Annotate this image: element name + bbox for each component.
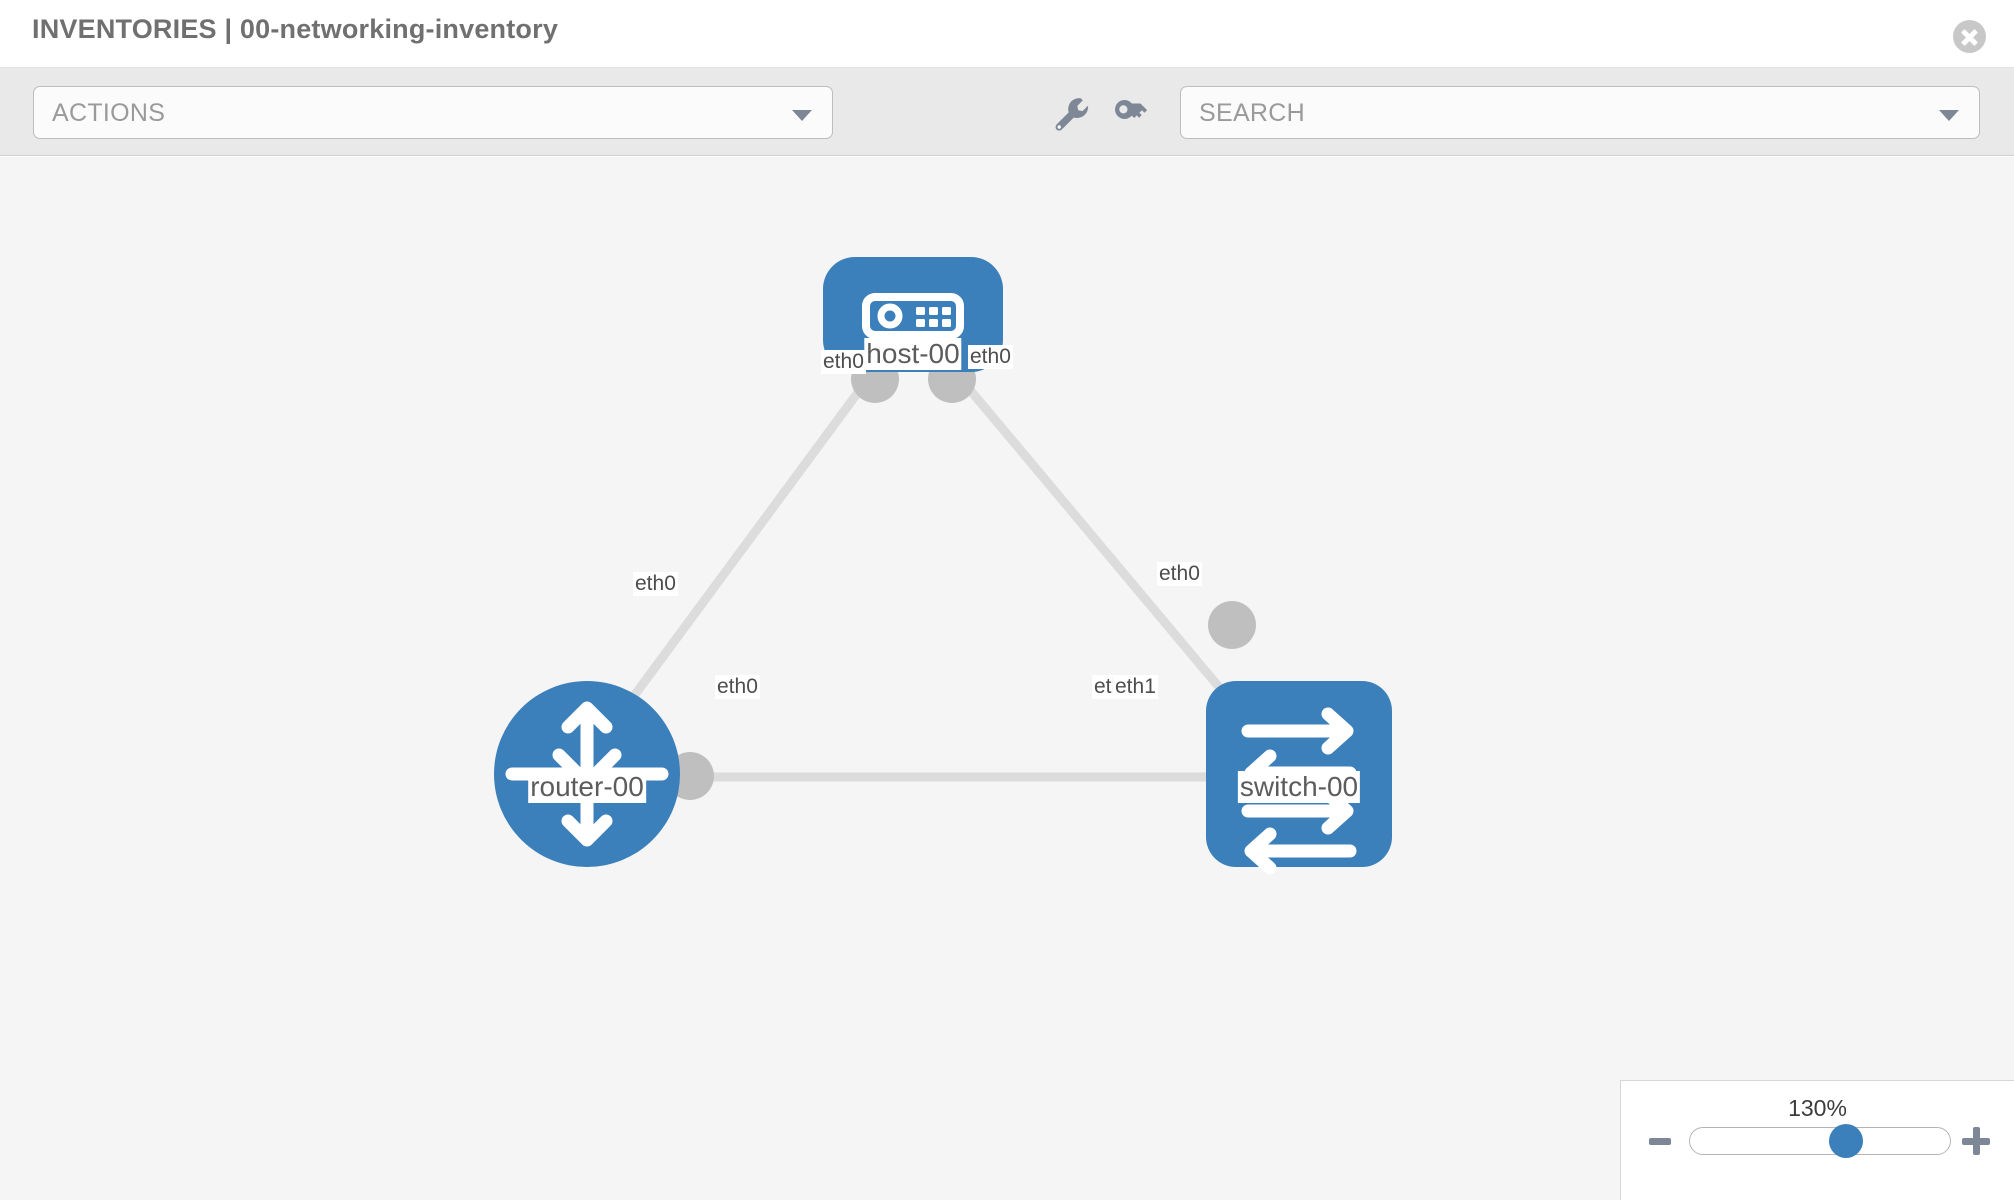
connector-switch-eth0[interactable] <box>1208 601 1256 649</box>
edge-label: eth1 <box>1113 675 1158 699</box>
edge-label: eth0 <box>1157 562 1202 586</box>
edge-label: eth0 <box>715 675 760 699</box>
node-label-host: host-00 <box>864 338 962 370</box>
toolbar: ACTIONS SEARCH <box>0 68 2014 156</box>
close-icon[interactable] <box>1953 20 1986 53</box>
zoom-control: 130% <box>1620 1080 2014 1200</box>
edge-label: eth0 <box>633 572 678 596</box>
topology-canvas[interactable]: eth0 eth0 eth0 eth0 eth0 eth0 eth1 host-… <box>0 157 2014 1200</box>
edge-label: eth0 <box>821 350 866 374</box>
link-host-router[interactable] <box>596 369 877 745</box>
chevron-down-icon <box>1939 110 1959 121</box>
key-icon[interactable] <box>1110 94 1150 134</box>
link-host-switch[interactable] <box>951 369 1269 745</box>
topology-graph[interactable] <box>0 157 2014 1200</box>
edge-label: eth0 <box>968 345 1013 369</box>
node-label-switch: switch-00 <box>1237 771 1361 803</box>
actions-dropdown-label: ACTIONS <box>52 99 166 127</box>
search-input[interactable]: SEARCH <box>1180 86 1980 139</box>
actions-dropdown[interactable]: ACTIONS <box>33 86 833 139</box>
chevron-down-icon <box>792 110 812 121</box>
zoom-slider[interactable] <box>1689 1124 1951 1158</box>
zoom-slider-knob[interactable] <box>1829 1124 1863 1158</box>
server-icon <box>862 293 964 339</box>
wrench-icon[interactable] <box>1052 94 1092 134</box>
page-title: INVENTORIES | 00-networking-inventory <box>32 14 559 44</box>
zoom-out-button[interactable] <box>1649 1138 1671 1145</box>
zoom-in-button[interactable] <box>1962 1127 1990 1155</box>
search-placeholder: SEARCH <box>1199 99 1305 127</box>
page-header: INVENTORIES | 00-networking-inventory <box>0 0 2014 68</box>
zoom-in-icon-vertical <box>1972 1127 1980 1155</box>
node-label-router: router-00 <box>528 771 646 803</box>
topology-links <box>596 369 1269 782</box>
zoom-level-label: 130% <box>1788 1095 1847 1121</box>
